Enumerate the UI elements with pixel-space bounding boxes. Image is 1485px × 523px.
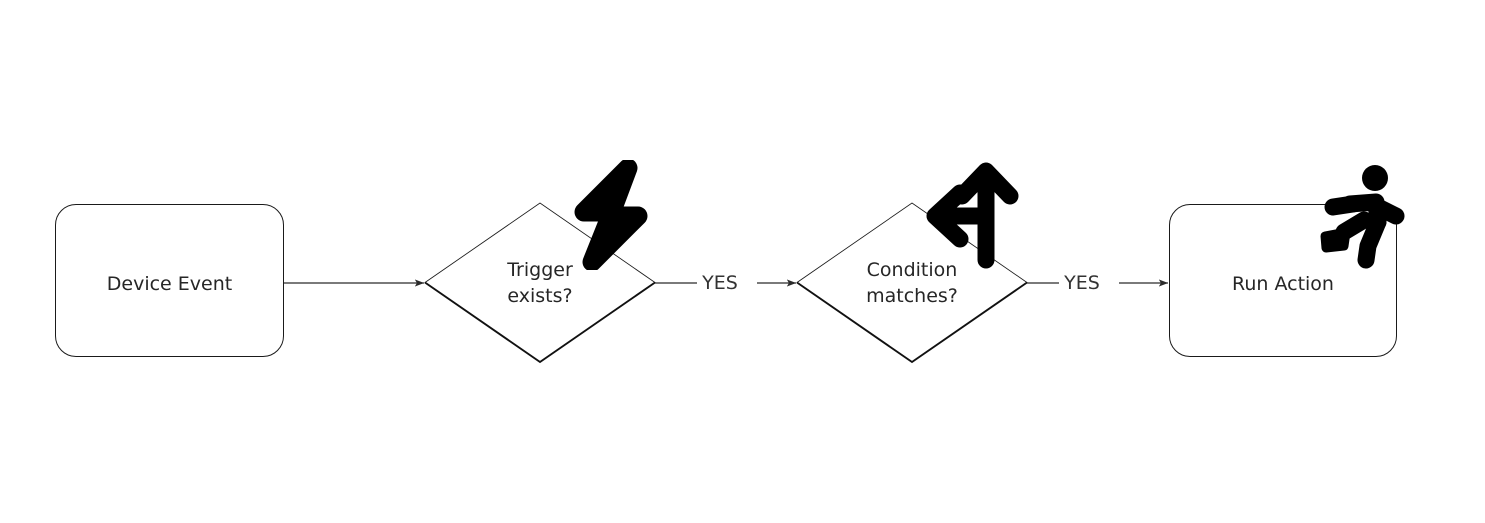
edge-label-yes-condition: YES [1064, 272, 1100, 294]
node-device-event[interactable] [55, 204, 284, 357]
decision-shape-condition [796, 202, 1028, 364]
node-run-action[interactable] [1169, 204, 1397, 357]
decision-shape-trigger [424, 202, 656, 364]
edge-label-yes-trigger: YES [702, 272, 738, 294]
